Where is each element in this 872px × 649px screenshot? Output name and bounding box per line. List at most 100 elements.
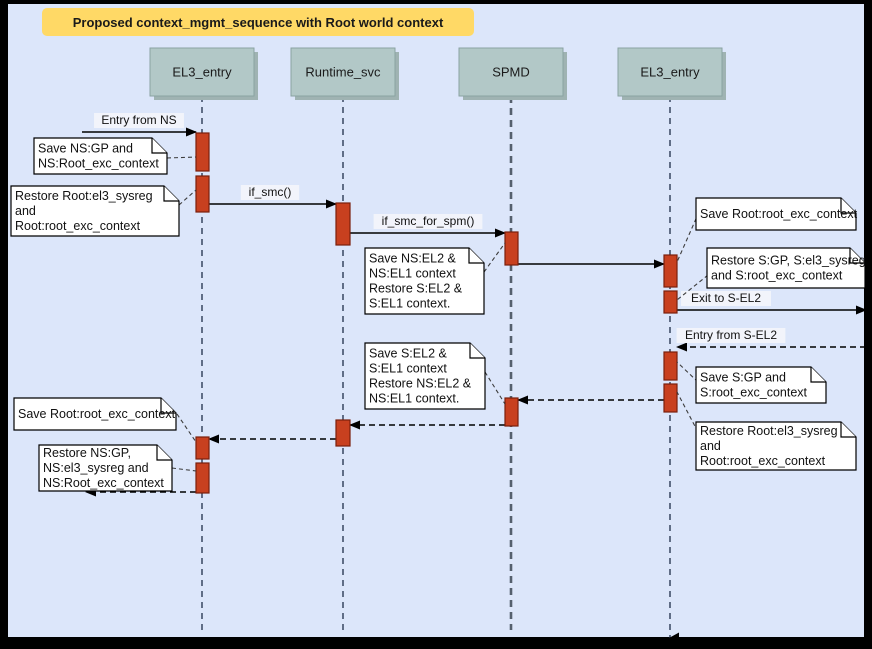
note-line: Restore S:EL2 &	[369, 282, 463, 296]
note-body	[364, 342, 486, 410]
message-msg-exit-s-el2: Exit to S-EL2	[677, 291, 867, 315]
note-body	[695, 366, 827, 404]
note-line: Save S:GP and	[700, 371, 786, 385]
note-line: S:EL1 context.	[369, 297, 450, 311]
message-label: Entry from S-EL2	[685, 328, 777, 342]
note-line: S:root_exc_context	[700, 386, 808, 400]
note-connector	[483, 242, 506, 273]
note-connector	[676, 211, 700, 263]
message-label: Entry from NS	[101, 113, 176, 127]
message-msg-entry-ns: Entry from NS	[82, 113, 197, 137]
note-line: S:EL1 context	[369, 362, 447, 376]
note-connector	[676, 361, 699, 383]
note-body	[13, 397, 177, 431]
lifeline-header-box[interactable]	[290, 47, 396, 97]
note-body	[695, 197, 857, 231]
message-msg-if-smc-for-spm: if_smc_for_spm()	[350, 214, 506, 238]
note-note-save-root-exc-2: Save Root:root_exc_context	[13, 397, 197, 443]
note-line: Root:root_exc_context	[700, 454, 826, 468]
note-fold-corner	[469, 343, 485, 359]
note-line: NS:el3_sysreg and	[43, 461, 149, 475]
activation-bar	[663, 383, 678, 413]
note-body	[38, 444, 173, 492]
lifeline-header-label: SPMD	[492, 64, 530, 79]
note-fold-corner	[849, 248, 865, 264]
lifeline-header-ll3[interactable]: EL3_entry	[617, 47, 726, 100]
activation-bar	[663, 351, 678, 381]
note-body	[33, 137, 168, 175]
message-label: if_smc_for_spm()	[382, 214, 475, 228]
note-connector	[176, 413, 197, 443]
message-label-bg	[240, 185, 300, 200]
note-body	[695, 421, 857, 471]
lifeline-header-label: Runtime_svc	[305, 64, 381, 79]
note-note-restore-root-el3-sysreg-1: Restore Root:el3_sysregandRoot:root_exc_…	[10, 185, 197, 237]
lifeline-header-ll2[interactable]: SPMD	[458, 47, 567, 100]
activation-bar	[335, 419, 351, 447]
note-connector	[166, 156, 197, 159]
note-line: Save S:EL2 &	[369, 347, 447, 361]
note-fold-corner	[156, 445, 172, 461]
message-label-bg	[676, 328, 786, 343]
lifeline-header-label: EL3_entry	[640, 64, 700, 79]
lifeline-header-ll1[interactable]: Runtime_svc	[290, 47, 399, 100]
note-line: NS:Root_exc_context	[38, 157, 159, 171]
activation-bar	[335, 202, 351, 246]
lifeline-header-label: EL3_entry	[172, 64, 232, 79]
activations-layer	[195, 132, 678, 494]
lifeline-header-box[interactable]	[617, 47, 723, 97]
message-label: if_smc()	[249, 185, 292, 199]
note-line: NS:EL1 context	[369, 267, 456, 281]
note-line: Restore S:GP, S:el3_sysreg	[711, 254, 866, 268]
note-line: and	[15, 204, 36, 218]
note-fold-corner	[468, 248, 484, 264]
message-label: Exit to S-EL2	[691, 291, 761, 305]
message-label-bg	[94, 113, 184, 128]
note-connector	[484, 371, 506, 405]
note-line: Restore Root:el3_sysreg	[700, 424, 838, 438]
note-body	[10, 185, 180, 237]
note-body	[364, 247, 485, 315]
message-label-bg	[373, 214, 483, 229]
diagram-canvas	[8, 4, 864, 637]
note-body	[706, 247, 866, 289]
note-note-restore-root-el3-sysreg-2: Restore Root:el3_sysregandRoot:root_exc_…	[676, 391, 857, 471]
note-line: Save NS:GP and	[38, 142, 133, 156]
activation-bar	[195, 175, 210, 213]
note-connector	[676, 391, 699, 433]
page-title: Proposed context_mgmt_sequence with Root…	[72, 14, 444, 30]
note-line: Root:root_exc_context	[15, 219, 141, 233]
note-line: and S:root_exc_context	[711, 269, 843, 283]
note-line: Save Root:root_exc_context	[18, 407, 176, 421]
lifeline-header-box[interactable]	[458, 47, 564, 97]
activation-bar	[195, 132, 210, 172]
note-line: NS:EL1 context.	[369, 392, 459, 406]
lifeline-headers-layer: EL3_entry Runtime_svc SPMD EL3_entry	[149, 47, 726, 100]
note-line: Save Root:root_exc_context	[700, 207, 858, 221]
note-connector	[178, 189, 197, 206]
note-fold-corner	[163, 186, 179, 202]
note-line: Restore NS:EL2 &	[369, 377, 472, 391]
lifeline-header-box[interactable]	[149, 47, 255, 97]
activation-bar	[663, 290, 678, 314]
message-label-bg	[681, 291, 771, 306]
note-line: and	[700, 439, 721, 453]
note-connector	[171, 467, 197, 472]
message-msg-if-smc: if_smc()	[209, 185, 337, 209]
note-line: Restore NS:GP,	[43, 446, 131, 460]
activation-bar	[195, 436, 210, 460]
note-fold-corner	[810, 367, 826, 383]
lifeline-header-ll0[interactable]: EL3_entry	[149, 47, 258, 100]
message-msg-entry-s-el2: Entry from S-EL2	[676, 328, 866, 352]
messages-layer: Entry from NS if_smc() if_smc_for_spm() Exi…	[82, 113, 867, 497]
note-fold-corner	[151, 138, 167, 154]
note-line: NS:Root_exc_context	[43, 476, 164, 490]
note-note-restore-ns-gp: Restore NS:GP,NS:el3_sysreg andNS:Root_e…	[38, 444, 197, 492]
note-line: Save NS:EL2 &	[369, 252, 457, 266]
